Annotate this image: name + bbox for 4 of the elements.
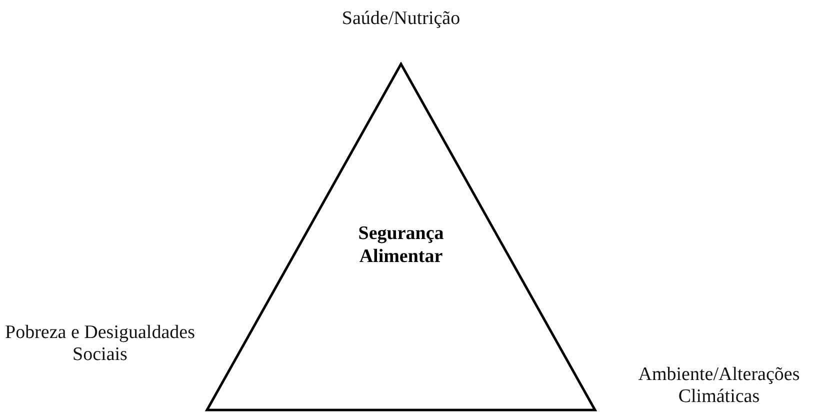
corner-label: Pobreza e Desigualdades Sociais	[4, 322, 196, 366]
center-text: Segurança Alimentar	[357, 222, 445, 268]
corner-label: Ambiente/Alterações Climáticas	[637, 364, 801, 408]
corner-label: Saúde/Nutrição	[340, 8, 462, 30]
